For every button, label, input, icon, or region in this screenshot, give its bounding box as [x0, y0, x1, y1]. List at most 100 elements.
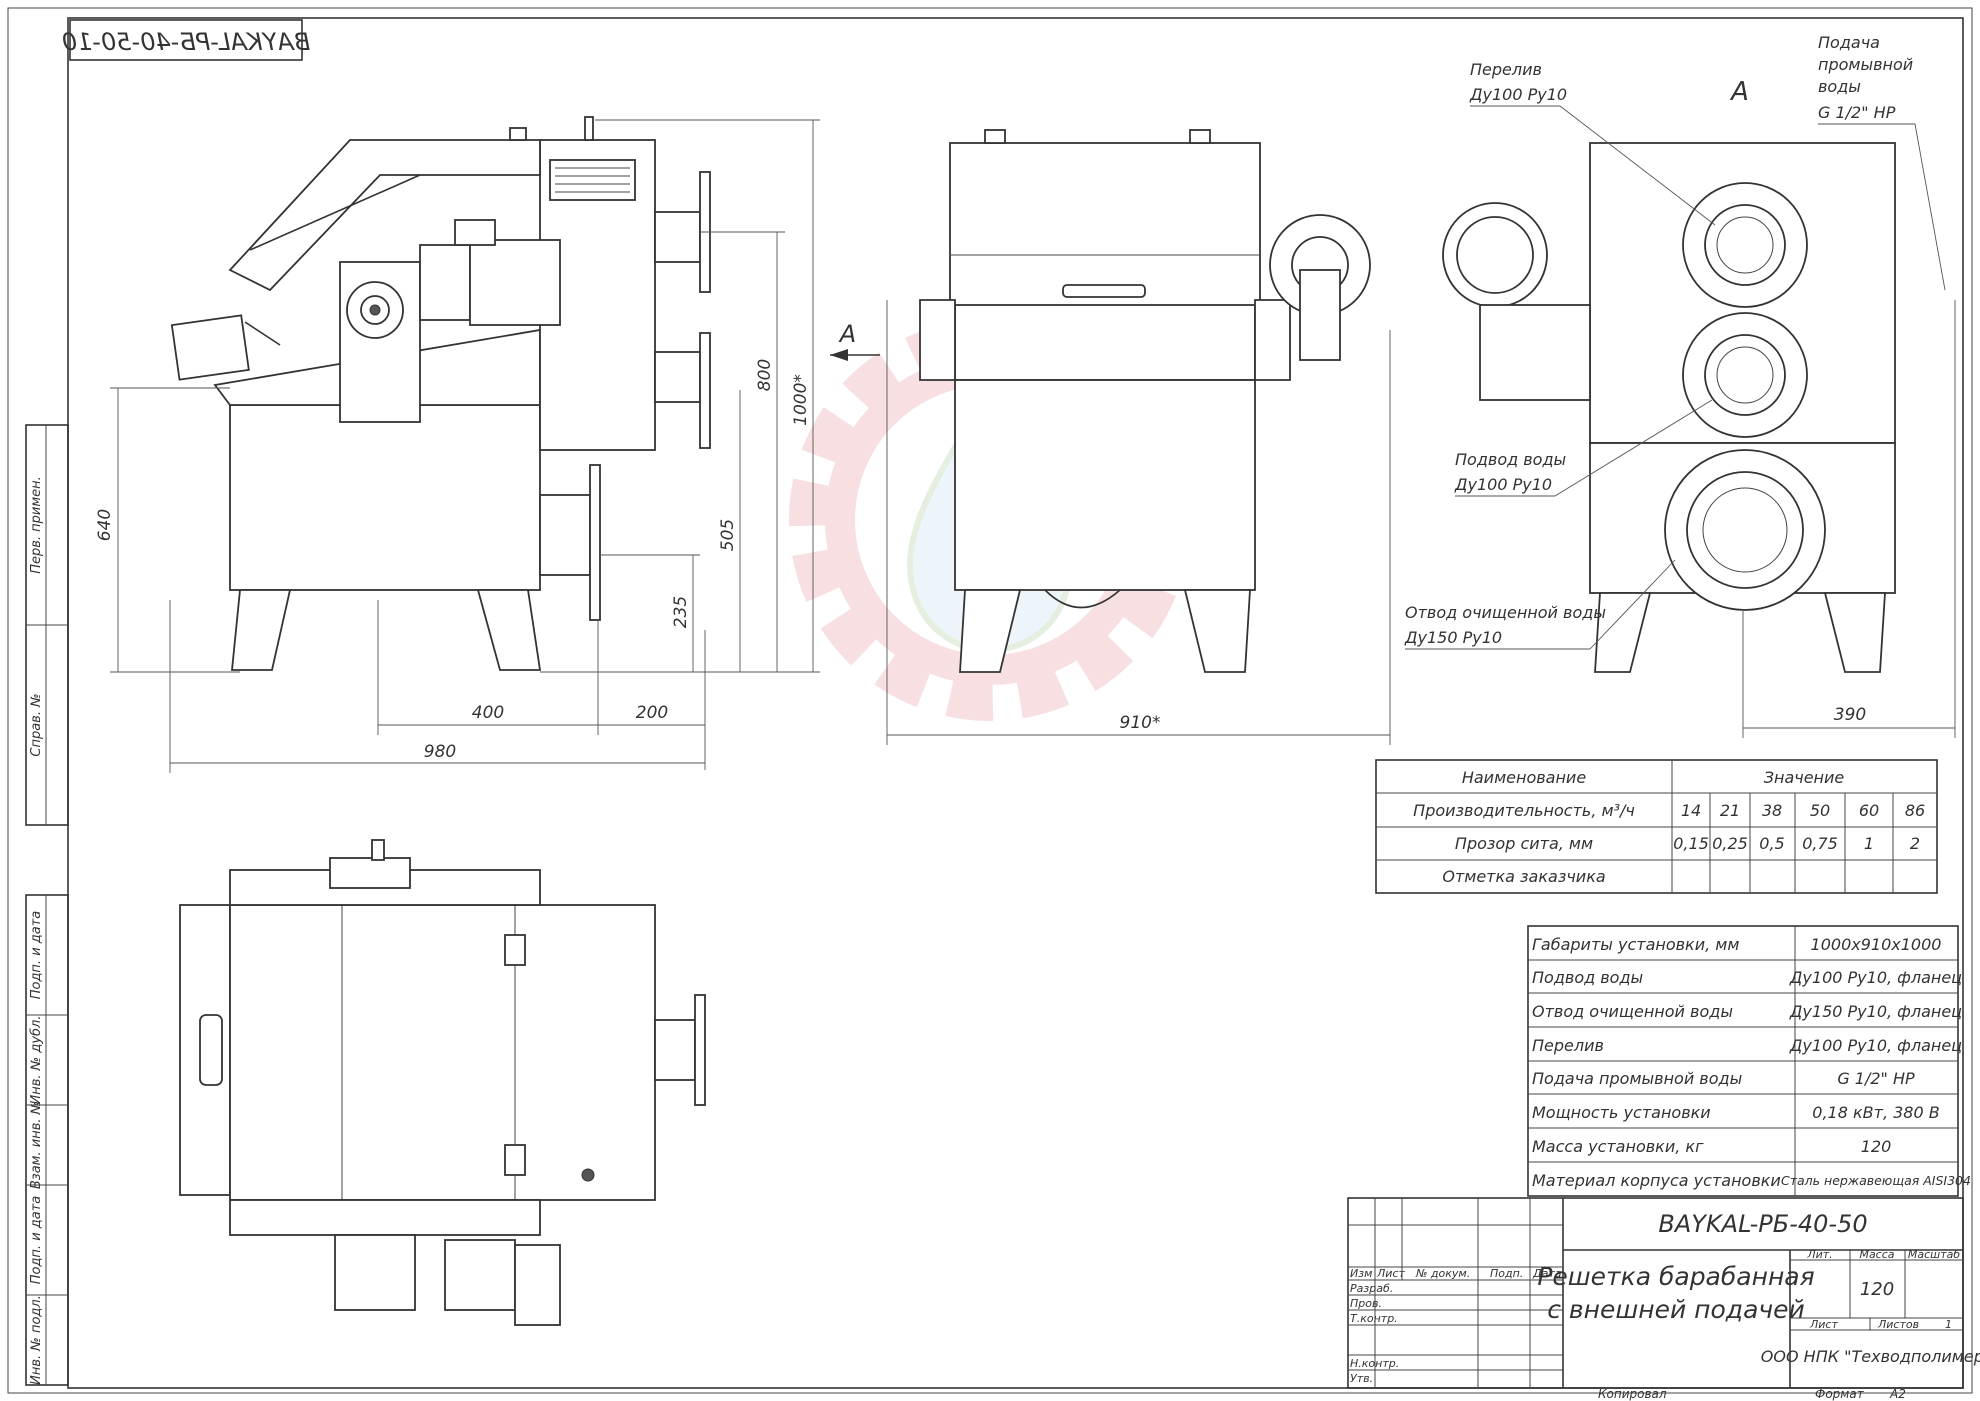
- tb-ndoc: № докум.: [1415, 1267, 1470, 1280]
- callout-inlet-1: Подвод воды: [1455, 450, 1566, 469]
- tb-tkontr: Т.контр.: [1350, 1312, 1398, 1325]
- tb-prov: Пров.: [1350, 1297, 1382, 1310]
- spec-key: Отвод очищенной воды: [1532, 1002, 1733, 1021]
- callouts: Перелив Ду100 Ру10 Подача промывной воды…: [1404, 33, 1946, 650]
- spec-table: Габариты установки, мм 1000x910x1000 Под…: [1527, 925, 1971, 1197]
- spec-key: Подвод воды: [1532, 968, 1643, 987]
- spec-key: Масса установки, кг: [1532, 1137, 1704, 1156]
- perf-cell: 14: [1681, 801, 1701, 820]
- perf-cell: 0,15: [1673, 834, 1709, 853]
- tb-lit: Лит.: [1806, 1248, 1832, 1261]
- perf-cell: 0,75: [1802, 834, 1838, 853]
- tb-mass-value: 120: [1860, 1279, 1894, 1300]
- callout-wash-4: G 1/2" НР: [1818, 103, 1896, 122]
- title-block: BAYKAL-РБ-40-50 Решетка барабанная с вне…: [1347, 1197, 1980, 1389]
- spec-key: Подача промывной воды: [1532, 1069, 1742, 1088]
- designation: BAYKAL-РБ-40-50: [1658, 1210, 1867, 1238]
- side-view: [919, 129, 1371, 673]
- side-stamp: Перв. примен. Справ. № Подп. и дата Инв.…: [25, 424, 69, 1386]
- callout-outlet-1: Отвод очищенной воды: [1405, 603, 1606, 622]
- spec-key: Габариты установки, мм: [1532, 935, 1739, 954]
- front-dimensions: 640 235 505 800 1000* 400 200 980: [95, 119, 820, 773]
- dim-980: 980: [424, 742, 456, 762]
- spec-key: Перелив: [1532, 1036, 1604, 1055]
- stamp-perv-primen: Перв. примен.: [29, 476, 44, 574]
- stamp-podp-data-1: Подп. и дата: [29, 911, 44, 1000]
- callout-wash-2: промывной: [1818, 55, 1913, 74]
- spec-key: Мощность установки: [1532, 1103, 1711, 1122]
- dim-400: 400: [472, 703, 504, 723]
- spec-value: 1000x910x1000: [1811, 935, 1942, 954]
- perf-cell: 1: [1864, 834, 1874, 853]
- spec-value: G 1/2" НР: [1837, 1069, 1915, 1088]
- callout-wash-3: воды: [1818, 77, 1861, 96]
- view-a: А: [1442, 77, 1896, 673]
- perf-cell: 2: [1910, 834, 1920, 853]
- perf-cell: 0,5: [1759, 834, 1784, 853]
- tb-masshtab: Масштаб: [1908, 1248, 1960, 1261]
- spec-value: 120: [1861, 1137, 1892, 1156]
- dim-910: 910*: [1120, 713, 1161, 733]
- perf-cell: 21: [1720, 801, 1740, 820]
- tb-list: Лист: [1376, 1267, 1405, 1280]
- dim-200: 200: [636, 703, 668, 723]
- view-a-title: А: [1729, 77, 1749, 107]
- tb-razrab: Разраб.: [1350, 1282, 1393, 1295]
- tb-podp: Подп.: [1490, 1267, 1523, 1280]
- code-box: [69, 19, 303, 61]
- spec-value: Сталь нержавеющая AISI304: [1781, 1173, 1971, 1188]
- perf-cell: 60: [1859, 801, 1879, 820]
- view-a-marker: А: [838, 320, 856, 348]
- stamp-inv-podl: Инв. № подл.: [29, 1295, 44, 1385]
- drawing-code-mirrored: BAYKAL-РБ-40-50-10: [62, 28, 310, 56]
- perf-header-value: Значение: [1764, 768, 1845, 787]
- tb-company: ООО НПК "Техводполимер": [1761, 1347, 1980, 1366]
- perf-header-name: Наименование: [1462, 768, 1586, 787]
- callout-overflow-2: Ду100 Ру10: [1469, 85, 1567, 104]
- title-line-1: Решетка барабанная: [1537, 1262, 1814, 1291]
- perf-cell: 38: [1762, 801, 1782, 820]
- view-a-dimensions: 390: [1742, 300, 1956, 738]
- callout-outlet-2: Ду150 Ру10: [1404, 628, 1502, 647]
- tb-nkontr: Н.контр.: [1350, 1357, 1399, 1370]
- tb-massa: Масса: [1859, 1248, 1894, 1261]
- side-dimensions: 910*: [886, 300, 1391, 745]
- title-line-2: с внешней подачей: [1547, 1295, 1805, 1324]
- stamp-inv-dubl: Инв. № дубл.: [29, 1016, 44, 1105]
- view-a-arrow: А: [830, 320, 880, 361]
- footer-format-value: А2: [1889, 1387, 1906, 1401]
- perf-row-label: Производительность, м³/ч: [1413, 801, 1635, 820]
- perf-cell: 50: [1810, 801, 1830, 820]
- dim-800: 800: [755, 359, 775, 391]
- spec-value: Ду100 Ру10, фланец: [1789, 1036, 1962, 1055]
- callout-inlet-2: Ду100 Ру10: [1454, 475, 1552, 494]
- dim-1000: 1000*: [791, 374, 811, 426]
- spec-value: 0,18 кВт, 380 В: [1812, 1103, 1939, 1122]
- perf-cell: 86: [1905, 801, 1925, 820]
- tb-data: Дата: [1532, 1267, 1562, 1280]
- outer-border: [7, 7, 1973, 1394]
- stamp-vzam-inv: Взам. инв. №: [29, 1101, 44, 1189]
- footer-kopiroval: Копировал: [1598, 1387, 1667, 1401]
- spec-key: Материал корпуса установки: [1532, 1171, 1781, 1190]
- stamp-sprav: Справ. №: [29, 693, 44, 756]
- callout-overflow-1: Перелив: [1470, 60, 1542, 79]
- tb-sheet: Лист: [1809, 1318, 1838, 1331]
- top-view: [179, 839, 706, 1326]
- spec-value: Ду100 Ру10, фланец: [1789, 968, 1962, 987]
- perf-table: Наименование Значение Производительность…: [1375, 759, 1938, 894]
- tb-izm: Изм: [1350, 1267, 1372, 1280]
- front-view: [170, 116, 711, 671]
- tb-sheets: Листов: [1877, 1318, 1919, 1331]
- spec-value: Ду150 Ру10, фланец: [1789, 1002, 1962, 1021]
- footer-format: Формат: [1815, 1387, 1865, 1401]
- tb-sheets-value: 1: [1945, 1318, 1952, 1331]
- dim-640: 640: [95, 509, 115, 541]
- tb-utv: Утв.: [1350, 1372, 1373, 1385]
- stamp-podp-data-2: Подп. и дата: [29, 1196, 44, 1285]
- callout-wash-1: Подача: [1818, 33, 1880, 52]
- dim-505: 505: [718, 519, 738, 551]
- dim-390: 390: [1834, 705, 1866, 725]
